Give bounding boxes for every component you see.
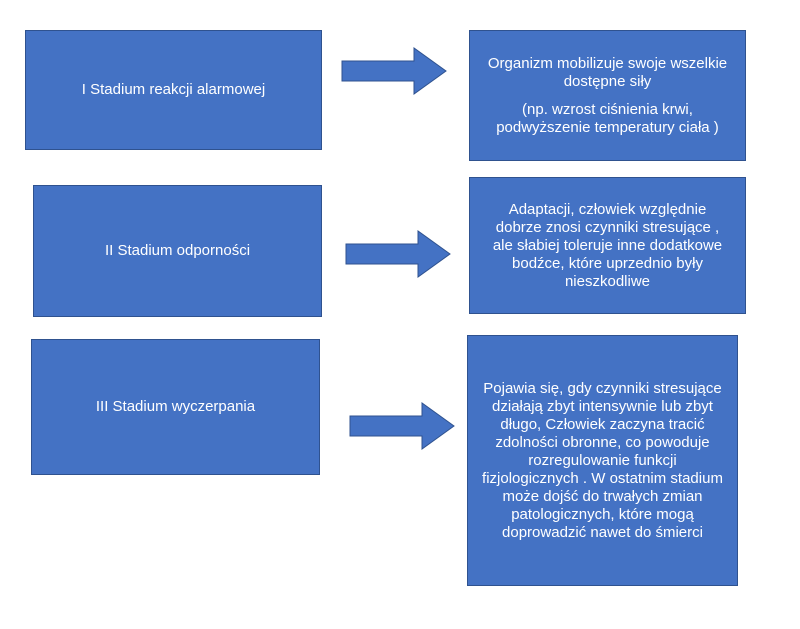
stage-box-3: III Stadium wyczerpania bbox=[31, 339, 320, 475]
description-text-1: Organizm mobilizuje swoje wszelkie dostę… bbox=[487, 54, 728, 90]
stage-label-2: II Stadium odporności bbox=[104, 242, 251, 259]
arrow-1 bbox=[341, 47, 447, 95]
description-box-1: Organizm mobilizuje swoje wszelkie dostę… bbox=[469, 30, 746, 161]
description-text-3: Pojawia się, gdy czynniki stresujące dzi… bbox=[482, 379, 723, 541]
description-box-2: Adaptacji, człowiek względnie dobrze zno… bbox=[469, 177, 746, 314]
stage-label-3: III Stadium wyczerpania bbox=[95, 398, 256, 415]
description-text-2: Adaptacji, człowiek względnie dobrze zno… bbox=[492, 200, 723, 290]
stage-label-1: I Stadium reakcji alarmowej bbox=[81, 81, 266, 98]
description-box-3: Pojawia się, gdy czynniki stresujące dzi… bbox=[467, 335, 738, 586]
arrow-3 bbox=[349, 402, 455, 450]
arrow-2 bbox=[345, 230, 451, 278]
stage-box-1: I Stadium reakcji alarmowej bbox=[25, 30, 322, 150]
description-note-1: (np. wzrost ciśnienia krwi, podwyższenie… bbox=[496, 100, 719, 136]
stage-box-2: II Stadium odporności bbox=[33, 185, 322, 317]
